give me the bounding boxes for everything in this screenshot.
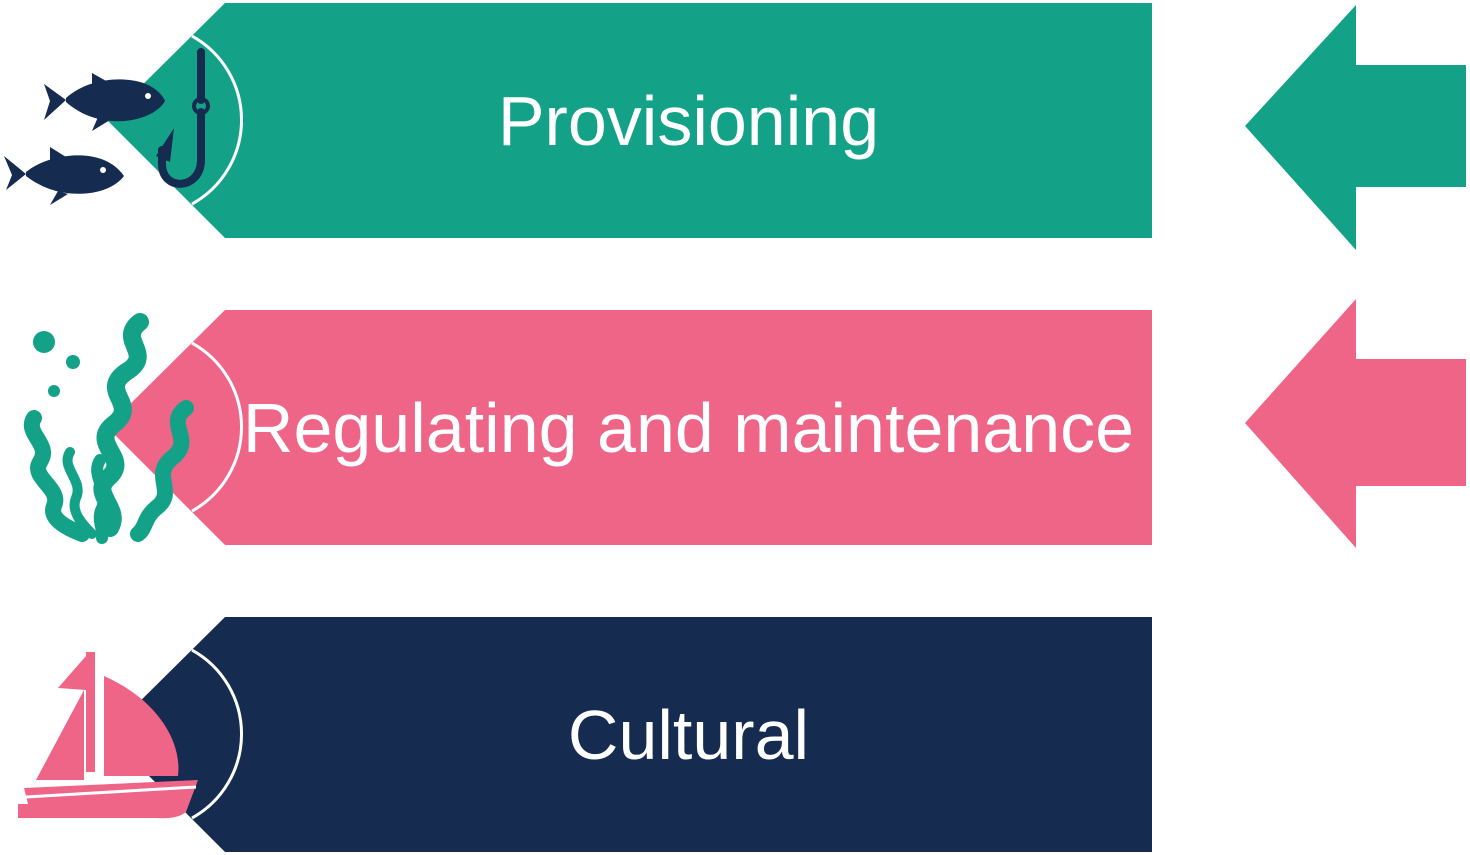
sailboat-icon	[18, 652, 198, 819]
regulating-arc	[191, 341, 244, 513]
regulating-banner	[107, 310, 1152, 545]
provisioning-banner	[107, 3, 1152, 238]
fish-and-hook-icon	[4, 48, 210, 205]
regulating-label: Regulating and maintenance	[242, 388, 1135, 467]
regulating-incoming-arrow	[1245, 299, 1466, 548]
cultural-arc	[191, 648, 244, 820]
lower-fish-icon	[4, 147, 124, 205]
provisioning-label: Provisioning	[497, 81, 880, 160]
provisioning-incoming-arrow	[1245, 5, 1466, 250]
cultural-banner	[107, 617, 1152, 852]
hook-icon	[156, 48, 210, 188]
provisioning-arc	[191, 34, 244, 206]
cultural-label: Cultural	[567, 695, 810, 774]
seaweed-icon	[23, 313, 194, 544]
upper-fish-icon	[44, 73, 165, 131]
